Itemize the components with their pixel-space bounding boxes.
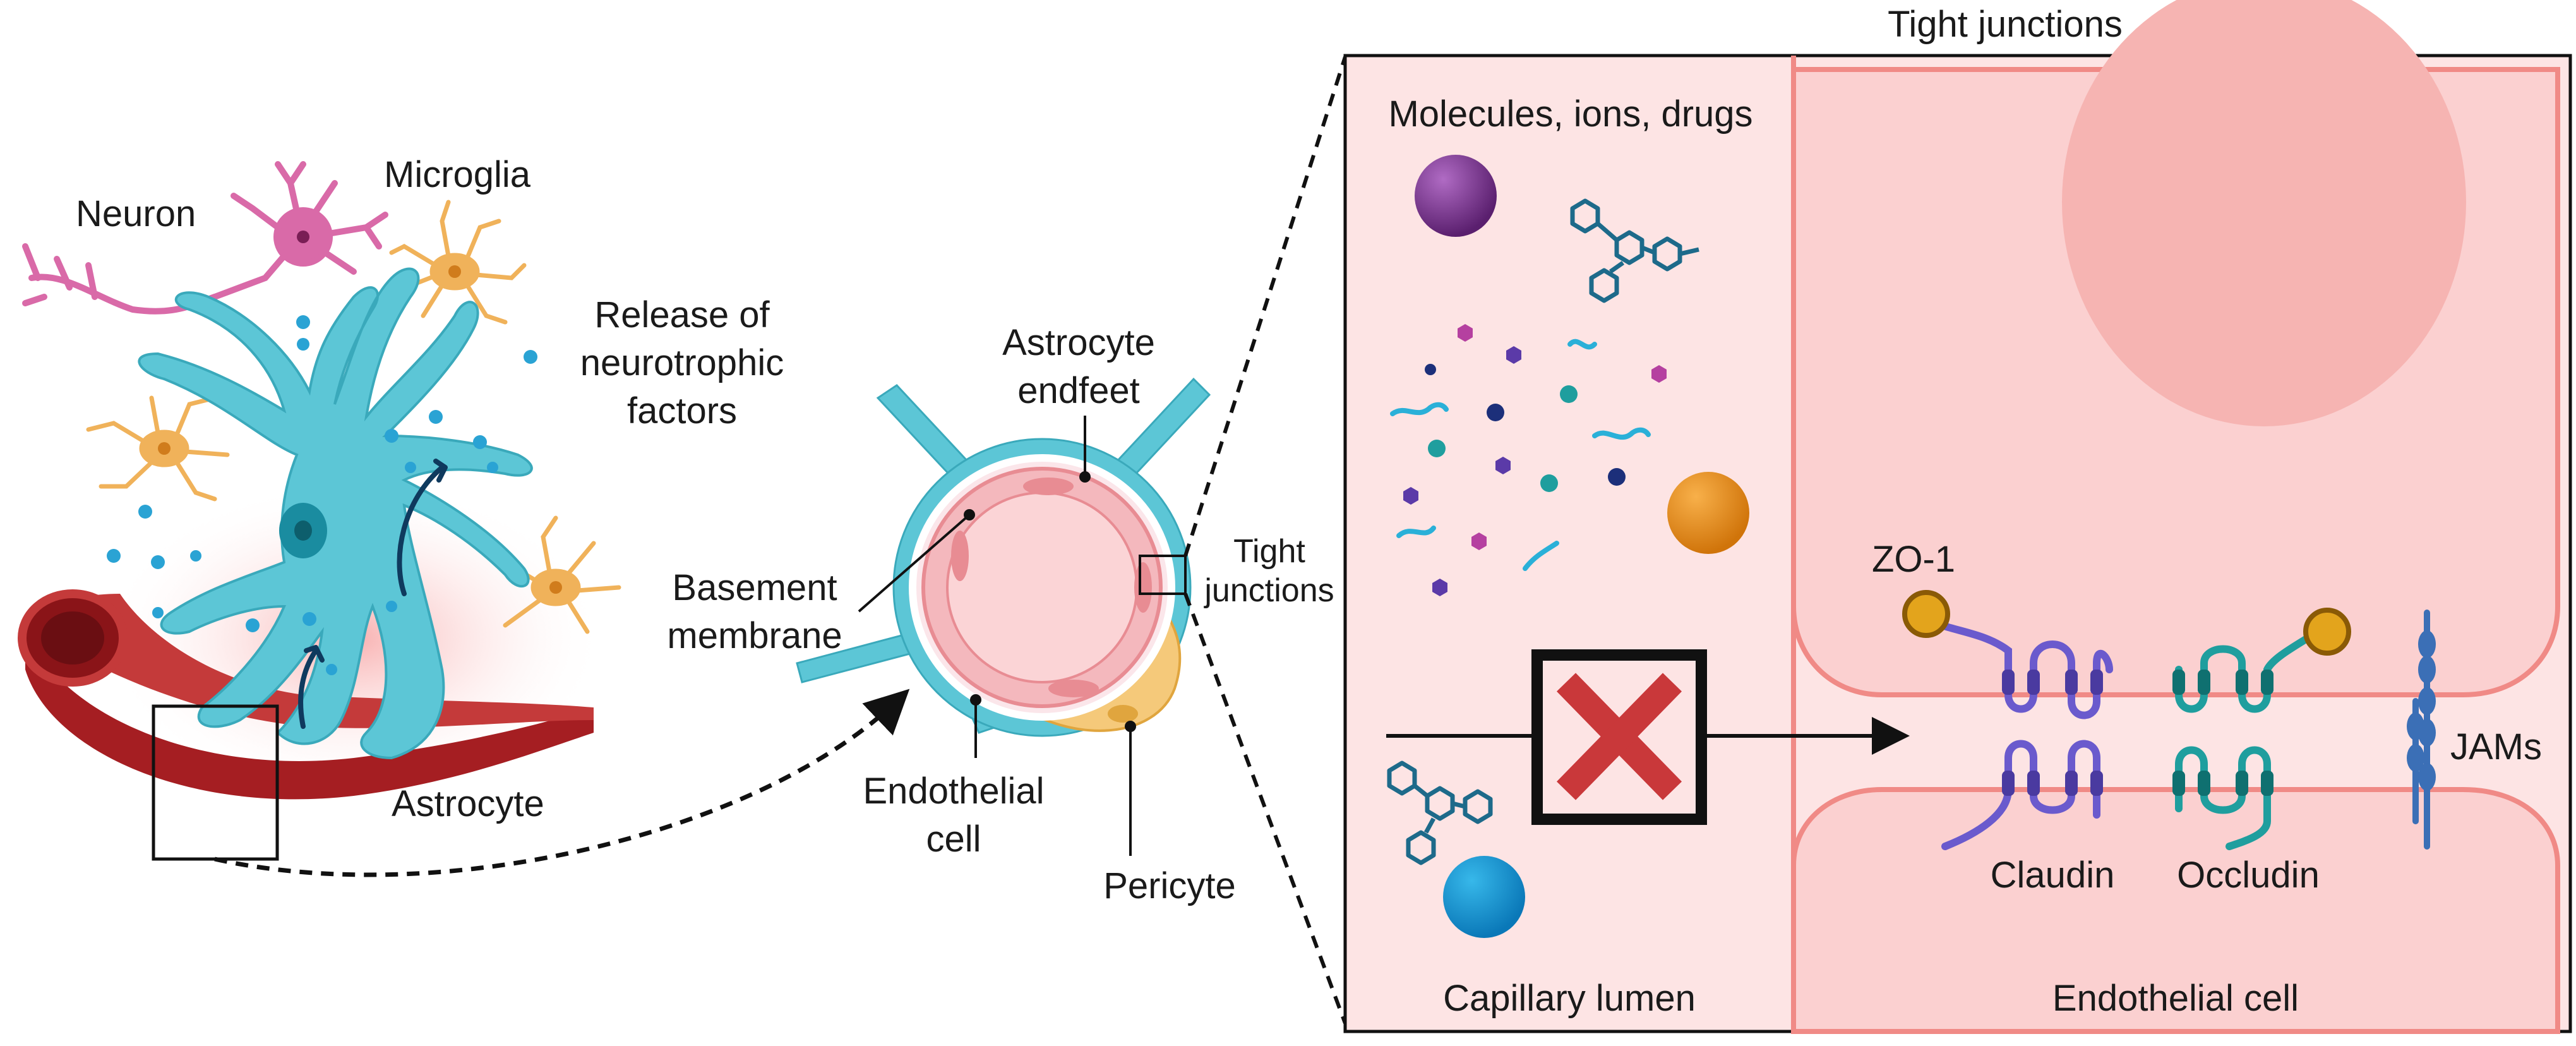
label-neuron: Neuron	[76, 193, 196, 234]
label-basement-2: membrane	[667, 615, 842, 656]
label-release-2: neurotrophic	[580, 342, 784, 383]
label-release-3: factors	[627, 390, 737, 431]
molecules-group	[1387, 155, 1749, 938]
purple-molecule	[1415, 155, 1497, 237]
label-endothelial-cell: Endothelial cell	[2052, 978, 2299, 1019]
zo1-right	[2303, 608, 2351, 656]
label-molecules: Molecules, ions, drugs	[1388, 93, 1752, 135]
label-endothelial-2: cell	[926, 819, 981, 860]
label-jams: JAMs	[2450, 726, 2542, 767]
neurotrophic-dots	[107, 315, 537, 675]
cell-nucleus	[2062, 0, 2466, 426]
leader-lines	[858, 416, 1136, 856]
small-molecule-structure-bottom	[1387, 760, 1493, 865]
zoom-line-top	[1183, 56, 1347, 556]
label-claudin: Claudin	[1991, 855, 2115, 896]
zoom-arrow	[214, 688, 910, 877]
left-panel: Neuron Microglia Release of neurotrophic…	[18, 154, 784, 861]
label-capillary-lumen: Capillary lumen	[1443, 978, 1696, 1019]
peptide-squiggles	[1390, 339, 1651, 571]
occludin-proteins	[2172, 628, 2321, 850]
zo1-proteins	[1902, 590, 2351, 656]
cross-icon	[1556, 673, 1682, 800]
capillary-lumen-center	[946, 491, 1138, 683]
small-molecule-structure-top	[1570, 198, 1699, 303]
label-endothelial-1: Endothelial	[863, 771, 1045, 812]
jams-proteins	[2407, 610, 2436, 850]
blue-molecule	[1443, 856, 1525, 938]
lower-endothelial-cell	[1791, 787, 2560, 1034]
label-release-1: Release of	[594, 294, 770, 335]
arrow-icon	[298, 459, 448, 729]
label-astrocyte: Astrocyte	[392, 783, 544, 824]
label-astrocyte-endfeet-2: endfeet	[1017, 370, 1140, 411]
middle-panel: Astrocyte endfeet Basement membrane Endo…	[667, 56, 1347, 1025]
astrocyte-cell	[138, 267, 533, 760]
tight-junction-box	[1139, 555, 1187, 595]
blood-vessel	[18, 589, 594, 800]
label-pericyte: Pericyte	[1103, 865, 1236, 906]
zoom-line-bottom	[1183, 592, 1347, 1025]
right-panel: Tight junctions	[1343, 0, 2572, 1034]
neuron-cell	[22, 161, 388, 315]
label-basement-1: Basement	[672, 567, 837, 608]
label-microglia: Microglia	[384, 154, 531, 195]
label-zo1: ZO-1	[1872, 539, 1955, 580]
zo1-left	[1902, 590, 1950, 638]
claudin-proteins	[1922, 615, 2113, 850]
label-astrocyte-endfeet-1: Astrocyte	[1002, 322, 1155, 363]
panel-title: Tight junctions	[1888, 4, 2123, 45]
orange-molecule	[1667, 472, 1749, 554]
label-tight-1: Tight	[1233, 533, 1305, 570]
ion-dots	[1403, 324, 1667, 596]
label-tight-2: junctions	[1203, 572, 1334, 609]
label-occludin: Occludin	[2177, 855, 2320, 896]
